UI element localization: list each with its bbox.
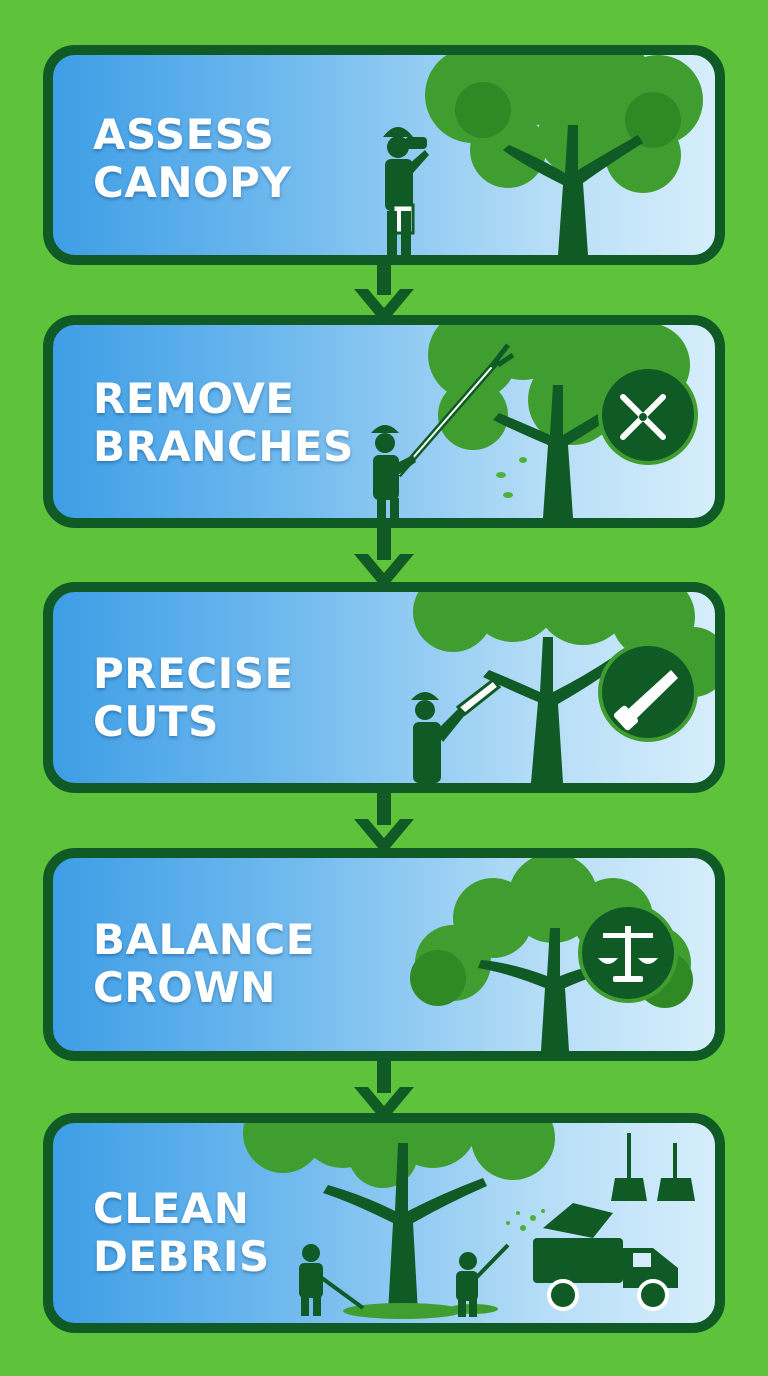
worker-pruning	[371, 425, 416, 518]
step-title-line2: BRANCHES	[93, 422, 354, 471]
step-assess-canopy: ASSESS CANOPY	[43, 45, 725, 265]
assess-canopy-illustration	[383, 55, 703, 255]
step-balance-crown: BALANCE CROWN	[43, 848, 725, 1061]
dustpan-icon	[657, 1143, 695, 1201]
binoculars-icon	[405, 137, 427, 149]
chip-spray	[506, 1209, 545, 1231]
falling-leaves	[496, 457, 527, 498]
step-title-line1: BALANCE	[93, 915, 315, 964]
balance-scale-icon	[578, 903, 678, 1003]
broom-icon	[611, 1133, 647, 1201]
step-title-line2: CROWN	[93, 963, 276, 1012]
worker-with-saw	[411, 677, 502, 783]
step-remove-branches: REMOVE BRANCHES	[43, 315, 725, 528]
step-title: PRECISE CUTS	[93, 650, 294, 746]
step-title-line2: CANOPY	[93, 158, 292, 207]
flow-arrow-down-icon	[354, 520, 414, 590]
step-title: ASSESS CANOPY	[93, 111, 291, 207]
step-title-line1: REMOVE	[93, 374, 295, 423]
tree-icon	[425, 55, 703, 255]
wood-chipper-truck-icon	[533, 1203, 678, 1311]
step-precise-cuts: PRECISE CUTS	[43, 582, 725, 793]
worker-with-binoculars	[383, 127, 429, 255]
step-title-line1: CLEAN	[93, 1184, 250, 1233]
tree-icon	[243, 1123, 555, 1313]
flow-arrow-down-icon	[354, 1053, 414, 1123]
remove-branches-illustration	[371, 325, 698, 518]
flow-arrow-down-icon	[354, 785, 414, 855]
balance-crown-illustration	[410, 858, 693, 1051]
step-title: REMOVE BRANCHES	[93, 375, 354, 471]
precise-cuts-illustration	[411, 592, 715, 783]
flow-arrow-down-icon	[354, 255, 414, 325]
step-title-line1: ASSESS	[93, 110, 275, 159]
step-title: BALANCE CROWN	[93, 916, 315, 1012]
step-title: CLEAN DEBRIS	[93, 1185, 270, 1281]
worker-blowing	[456, 1243, 510, 1317]
step-title-line2: CUTS	[93, 697, 219, 746]
step-title-line2: DEBRIS	[93, 1232, 270, 1281]
worker-raking	[299, 1244, 365, 1316]
step-title-line1: PRECISE	[93, 649, 294, 698]
pruning-shears-icon	[598, 365, 698, 465]
pole-pruner	[395, 343, 515, 478]
step-clean-debris: CLEAN DEBRIS	[43, 1113, 725, 1333]
clean-debris-illustration	[243, 1123, 695, 1319]
hand-saw-icon	[598, 642, 698, 742]
